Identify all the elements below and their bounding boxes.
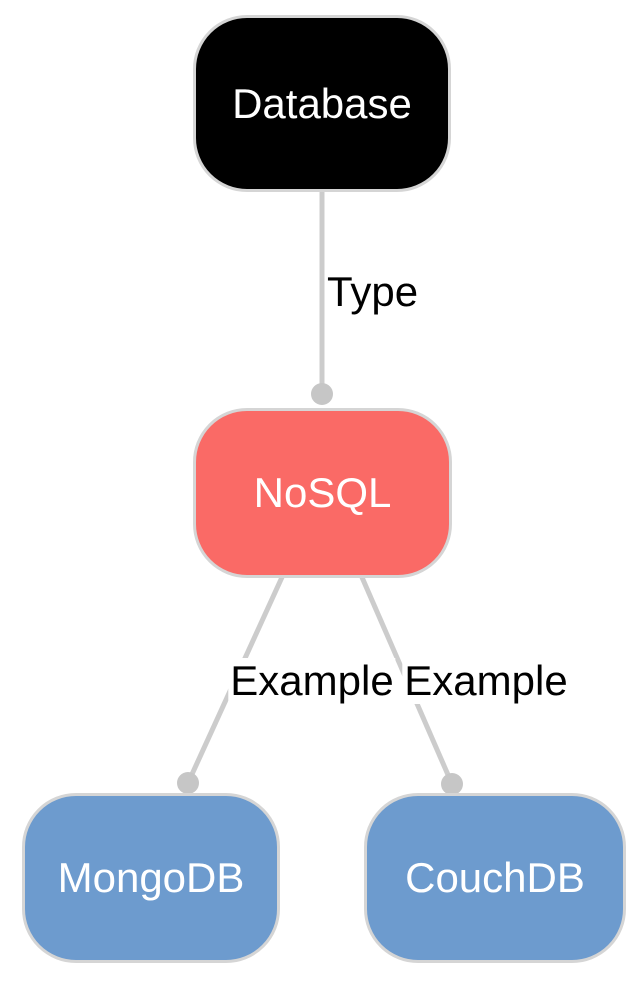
node-mongodb[interactable]: MongoDB bbox=[22, 793, 280, 963]
node-couchdb[interactable]: CouchDB bbox=[364, 793, 626, 963]
edge-label-example-left: Example bbox=[228, 657, 396, 704]
edge-endpoint-dot-mongodb bbox=[177, 772, 199, 794]
edge-endpoint-dot-nosql bbox=[311, 383, 333, 405]
edge-endpoint-dot-couchdb bbox=[441, 773, 463, 795]
node-database-label: Database bbox=[232, 79, 412, 127]
edge-label-example-right: Example bbox=[402, 657, 570, 704]
node-database[interactable]: Database bbox=[193, 15, 451, 192]
edge-label-type: Type bbox=[325, 268, 421, 315]
node-mongodb-label: MongoDB bbox=[57, 854, 245, 901]
node-couchdb-label: CouchDB bbox=[405, 854, 585, 901]
node-nosql[interactable]: NoSQL bbox=[193, 408, 452, 578]
node-nosql-label: NoSQL bbox=[253, 469, 392, 516]
